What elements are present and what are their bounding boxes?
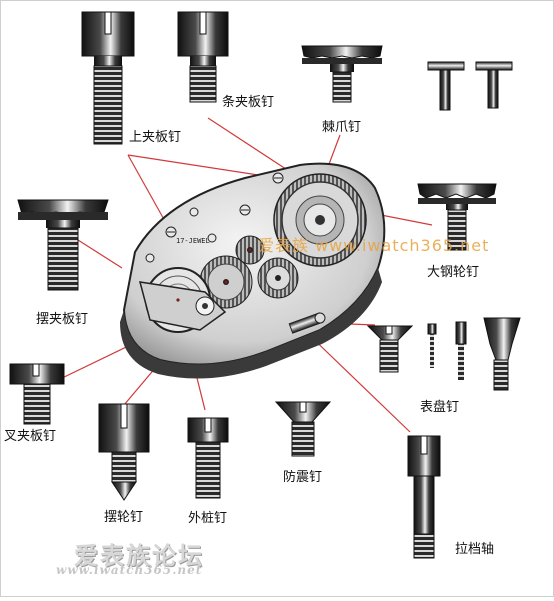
movement-side: [120, 268, 382, 379]
label-crown-wheel-screw: 大钢轮钉: [427, 265, 480, 280]
label-pallet-bridge-screw: 叉夹板钉: [4, 429, 57, 444]
logo-name: 爱表族论坛: [74, 541, 204, 570]
label-balance-wheel-screw: 摆轮钉: [104, 510, 144, 525]
pallet-bridge-screw-illustration: [9, 363, 65, 425]
leader-line-setting-stem: [301, 327, 411, 433]
stud-screw-illustration: [187, 417, 229, 499]
balance-cock-screw-illustration: [17, 199, 109, 291]
balance-cock: [138, 281, 227, 331]
leader-line-bar-plate: [207, 117, 293, 174]
shock-screw-illustration: [274, 401, 332, 457]
ratchet-screw-illustration: [301, 45, 383, 103]
crown-wheel-screw-illustration: [417, 183, 497, 251]
top-plate-screw-illustration: [81, 11, 135, 145]
bar-plate-screw-illustration: [177, 11, 229, 103]
watermark-text: 爱表族 www.iwatch365.net: [258, 236, 490, 255]
label-setting-stem: 拉档轴: [455, 542, 495, 557]
dial-screws-illustration: [366, 317, 521, 391]
leader-line-balance-cock: [77, 239, 123, 269]
leader-line-top-plate-1: [127, 154, 279, 179]
label-stud-screw: 外桩钉: [188, 511, 228, 526]
setting-stem-illustration: [407, 435, 441, 559]
label-ratchet-screw: 棘爪钉: [322, 120, 362, 135]
watch-movement: 17-JEWEL: [120, 162, 386, 379]
label-shock-screw: 防震钉: [283, 470, 323, 485]
logo-url: www.iwatch365.net: [56, 563, 203, 577]
movement-marking: 17-JEWEL: [176, 237, 210, 245]
movement-screws: [145, 172, 284, 263]
label-dial-screw: 表盘钉: [420, 400, 460, 415]
label-balance-cock-screw: 摆夹板钉: [36, 312, 89, 327]
label-bar-plate-screw: 条夹板钉: [222, 95, 275, 110]
pin-screws-top-right-illustration: [427, 61, 513, 111]
balance-wheel-screw-illustration: [98, 403, 150, 501]
label-top-plate-screw: 上夹板钉: [129, 130, 182, 145]
